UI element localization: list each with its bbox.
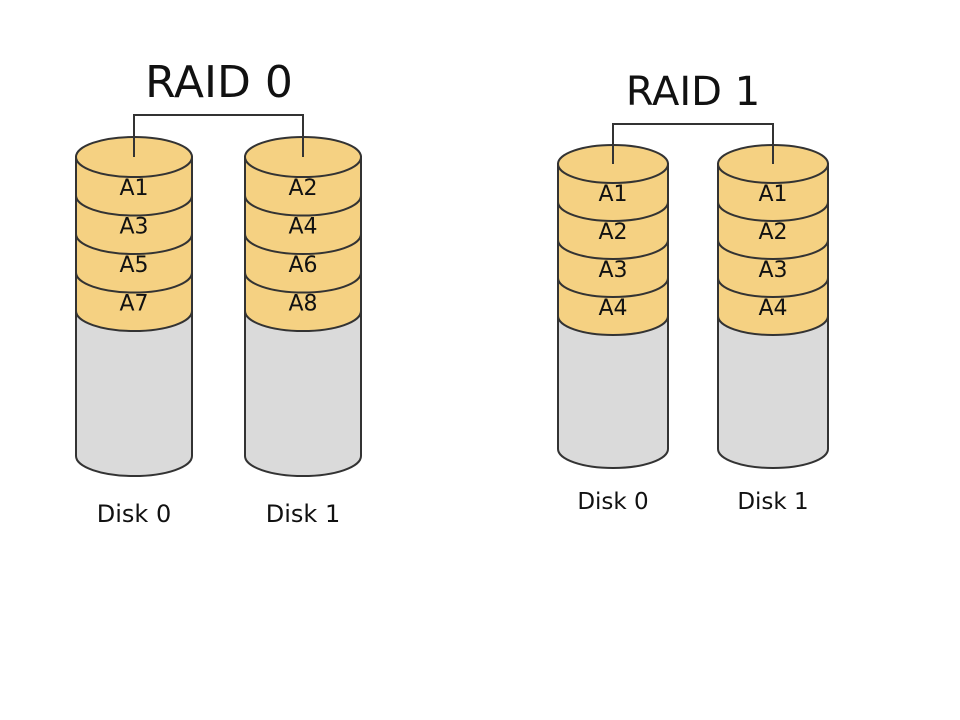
disk-label: Disk 1 [266, 500, 340, 528]
block-label: A6 [288, 253, 317, 278]
block-label: A7 [119, 291, 148, 316]
block-label: A1 [119, 176, 148, 201]
disk-label: Disk 1 [737, 489, 808, 515]
block-label: A2 [758, 220, 787, 245]
block-label: A2 [288, 176, 317, 201]
block-label: A3 [598, 258, 627, 283]
block-label: A1 [598, 182, 627, 207]
block-label: A8 [288, 291, 317, 316]
block-label: A4 [758, 296, 787, 321]
disk-free-space [75, 310, 193, 477]
diagram-title: RAID 0 [145, 57, 293, 108]
block-label: A4 [288, 214, 317, 239]
disk-free-space [244, 310, 362, 477]
block-label: A3 [119, 214, 148, 239]
disk-label: Disk 0 [97, 500, 171, 528]
diagram-title: RAID 1 [626, 69, 760, 115]
block-label: A3 [758, 258, 787, 283]
block-label: A2 [598, 220, 627, 245]
disk-free-space [717, 315, 829, 469]
block-label: A5 [119, 253, 148, 278]
disk-free-space [557, 315, 669, 469]
block-label: A1 [758, 182, 787, 207]
disk-label: Disk 0 [577, 489, 648, 515]
block-label: A4 [598, 296, 627, 321]
